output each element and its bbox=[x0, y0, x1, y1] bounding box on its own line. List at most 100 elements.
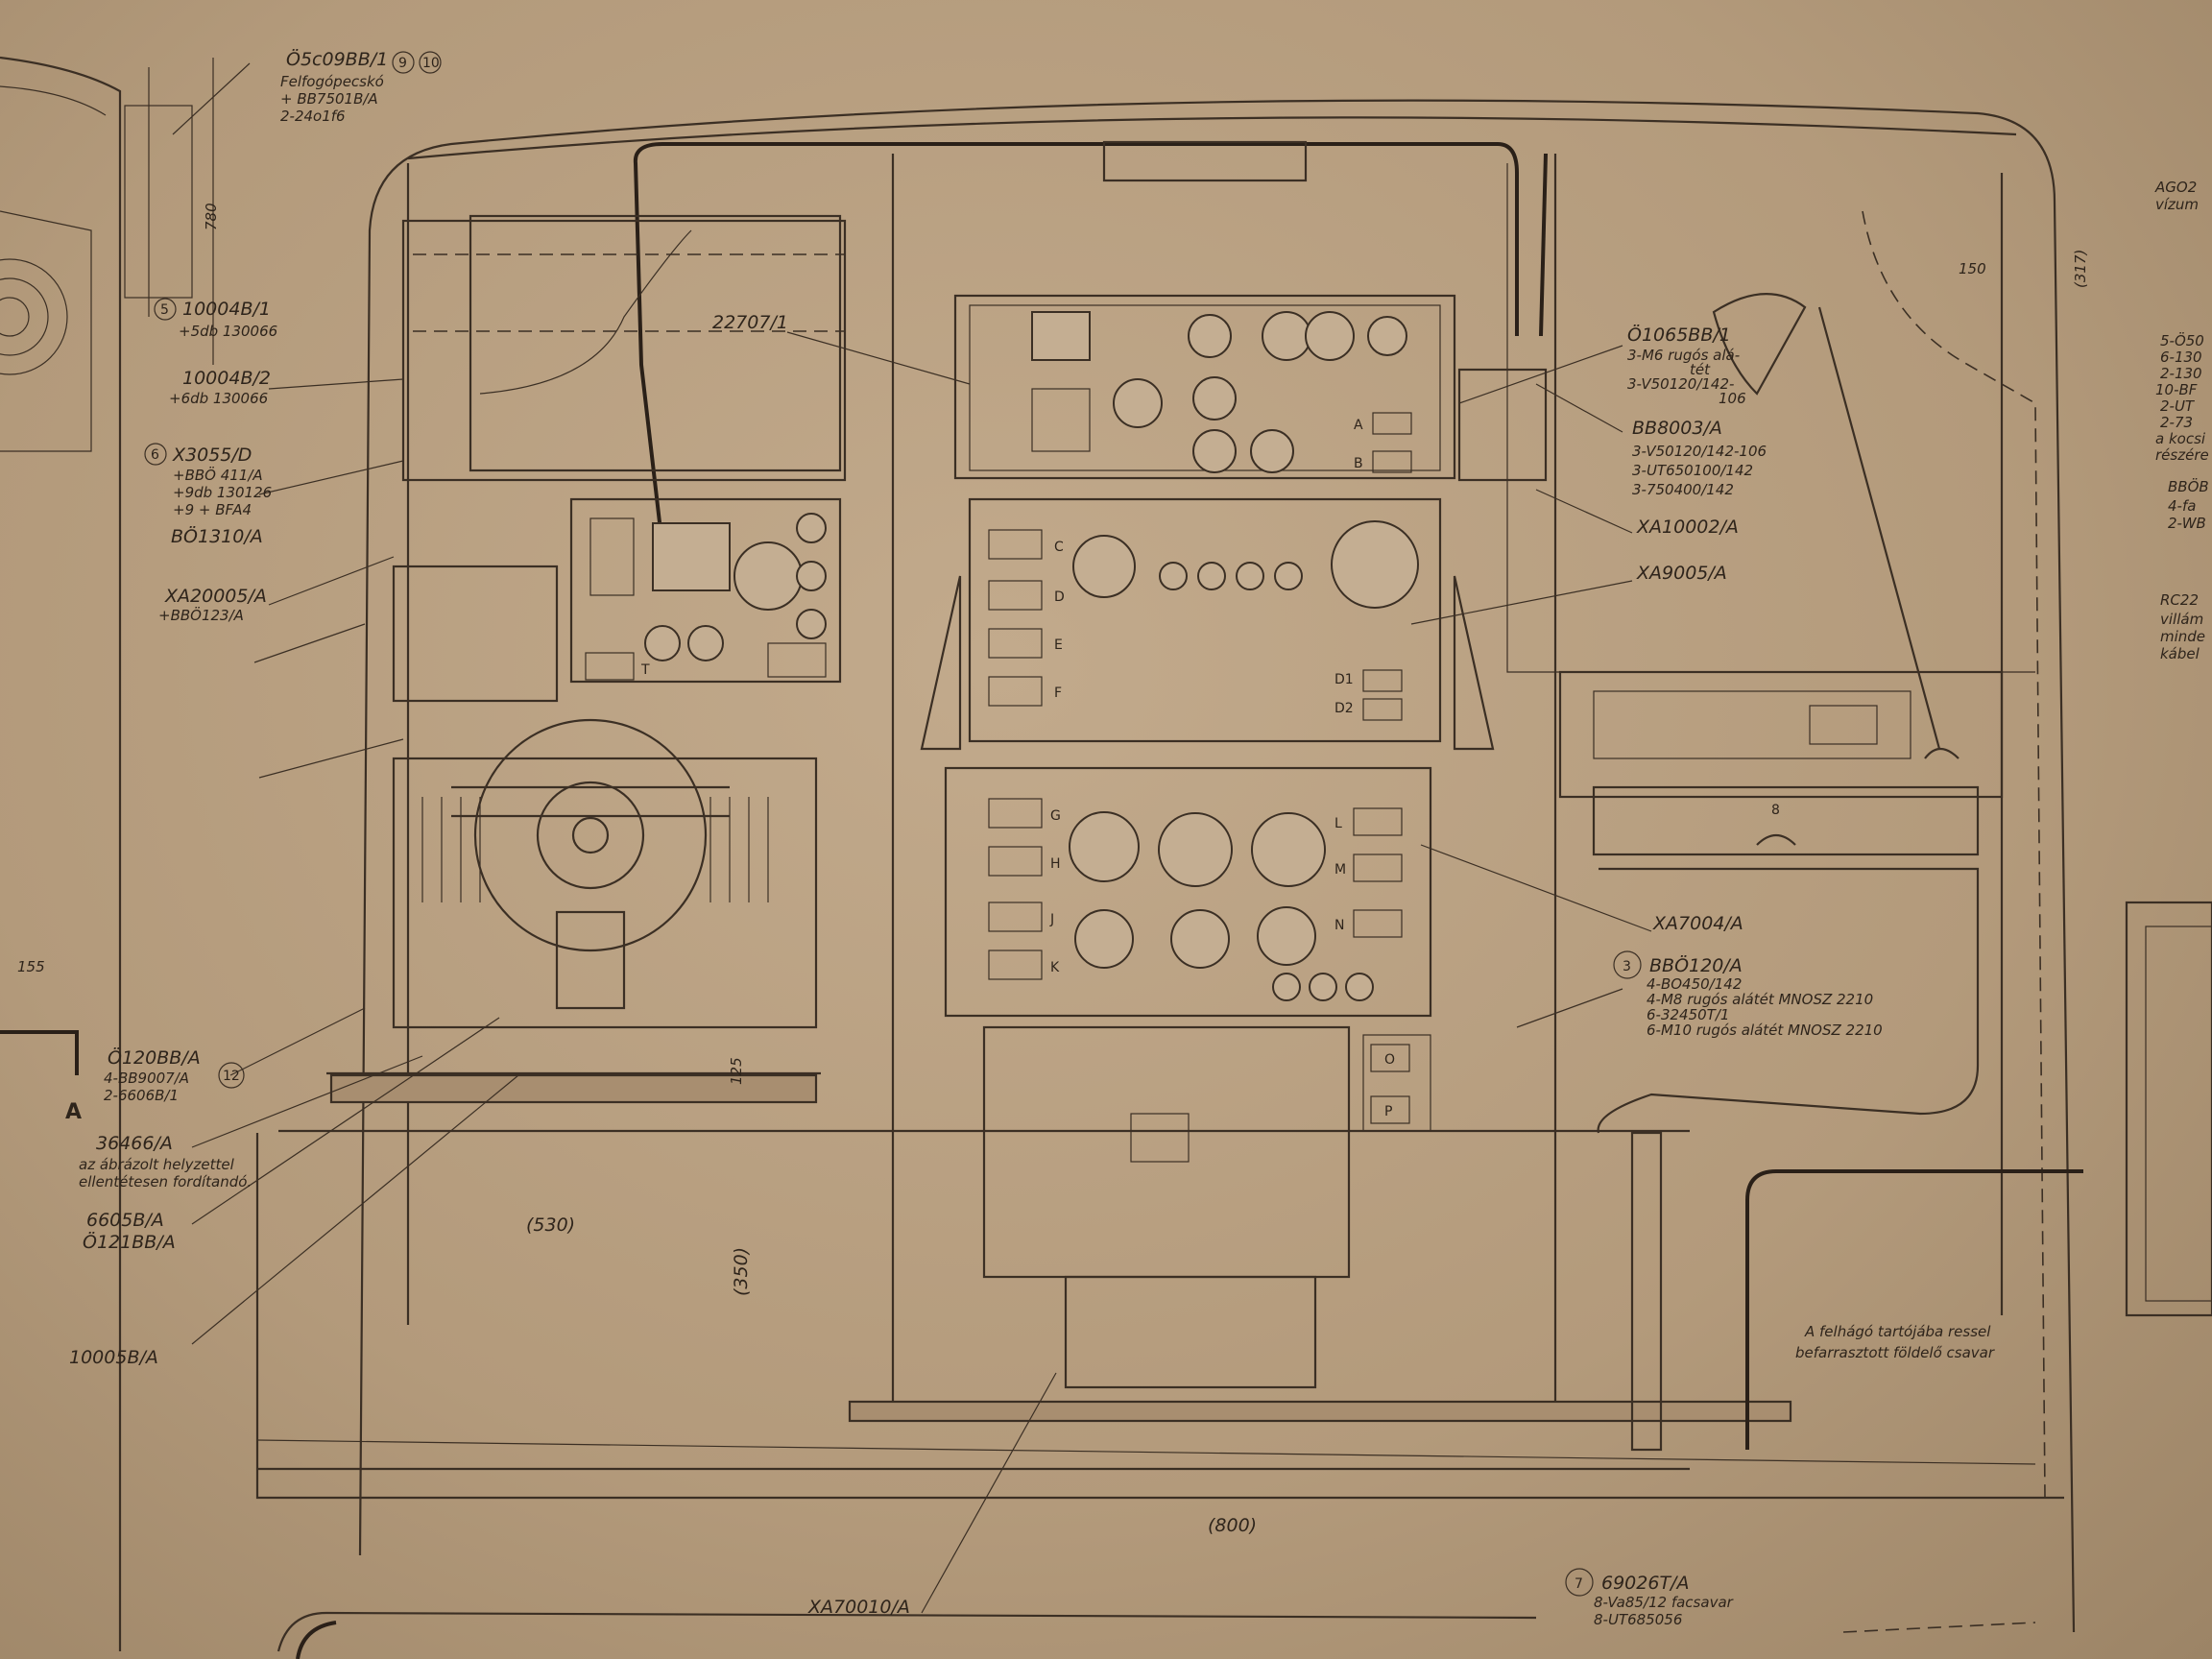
label-o120bba-l2: 2-6606B/1 bbox=[104, 1087, 179, 1104]
label-o1065bb1-l2: tét bbox=[1690, 361, 1711, 378]
generator-engine bbox=[326, 565, 821, 1104]
edge-e1-2: 2-130 bbox=[2160, 365, 2202, 382]
dim-800: (800) bbox=[1208, 1515, 1257, 1536]
cable-run bbox=[633, 142, 1519, 548]
label-o1065bb1-l1: 3-M6 rugós alá- bbox=[1627, 347, 1740, 364]
label-top-line2: + BB7501B/A bbox=[280, 90, 378, 108]
edge-e3-1: villám bbox=[2160, 611, 2203, 628]
label-o1065bb1-l3: 3-V50120/142- bbox=[1627, 375, 1734, 393]
edge-labels: AGO2 vízum 5-Ö50 6-130 2-130 10-BF 2-UT … bbox=[2154, 179, 2209, 662]
edge-e1-3: 10-BF bbox=[2155, 381, 2198, 398]
edge-e2-1: 4-fa bbox=[2168, 497, 2196, 515]
edge-e4-1: vízum bbox=[2155, 196, 2199, 213]
circle-7: 7 bbox=[1575, 1576, 1583, 1592]
circle-5: 5 bbox=[160, 302, 169, 318]
panel-letter-f: F bbox=[1054, 685, 1062, 701]
edge-e1-6: a kocsi bbox=[2155, 430, 2206, 447]
label-10004b1-sub: +5db 130066 bbox=[179, 323, 277, 340]
label-bb8003a-l1: 3-V50120/142-106 bbox=[1632, 443, 1767, 460]
panel-letter-p: P bbox=[1384, 1104, 1392, 1119]
dim-125: 125 bbox=[728, 1057, 745, 1085]
label-69026ta: 69026T/A bbox=[1601, 1573, 1689, 1594]
label-bbo120a-l4: 6-M10 rugós alátét MNOSZ 2210 bbox=[1647, 1022, 1883, 1039]
power-supply-box: O P bbox=[848, 1025, 1792, 1423]
panel-letter-h: H bbox=[1050, 856, 1061, 872]
panel-letter-l: L bbox=[1334, 816, 1342, 831]
label-bbo120a-l1: 4-BO450/142 bbox=[1647, 975, 1742, 993]
lower-view-arc bbox=[296, 1621, 337, 1659]
control-panel-lower: G H J K L M N bbox=[944, 766, 1432, 1018]
drawer-number: 8 bbox=[1771, 803, 1780, 818]
radio-set: T bbox=[569, 497, 842, 684]
edge-e3-0: RC22 bbox=[2160, 591, 2199, 609]
label-10004b2: 10004B/2 bbox=[182, 368, 271, 389]
edge-e1-7: részére bbox=[2155, 446, 2209, 464]
edge-e1-5: 2-73 bbox=[2160, 414, 2193, 431]
label-bb8003a: BB8003/A bbox=[1632, 418, 1722, 439]
note-ground-screw-l2: befarrasztott földelő csavar bbox=[1795, 1344, 1995, 1361]
panel-letter-e: E bbox=[1054, 637, 1063, 653]
annotations: Ö5c09BB/1 9 10 Felfogópecskó + BB7501B/A… bbox=[17, 48, 2209, 1628]
panel-letter-b: B bbox=[1354, 456, 1363, 471]
label-10004b1: 10004B/1 bbox=[182, 299, 271, 320]
panel-letter-k: K bbox=[1050, 960, 1060, 975]
ground-cable bbox=[1862, 210, 2046, 1499]
label-36466a: 36466/A bbox=[96, 1133, 173, 1154]
circle-10: 10 bbox=[422, 56, 440, 71]
edge-e2-2: 2-WB bbox=[2168, 515, 2206, 532]
upper-left-cabinet bbox=[401, 214, 847, 482]
label-xa70010a: XA70010/A bbox=[807, 1597, 910, 1618]
leader-lines bbox=[172, 62, 1652, 1614]
label-o120bba-l1: 4-BB9007/A bbox=[104, 1070, 189, 1087]
label-o121bba: Ö121BB/A bbox=[83, 1231, 176, 1253]
ceiling-light bbox=[1102, 140, 1308, 182]
label-xa7004a: XA7004/A bbox=[1652, 913, 1743, 934]
label-10004b2-sub: +6db 130066 bbox=[169, 390, 268, 407]
label-xa10002a: XA10002/A bbox=[1636, 517, 1739, 538]
desk-lamp bbox=[1712, 293, 1960, 759]
lower-view-fragment bbox=[276, 1611, 1537, 1652]
label-69026ta-l1: 8-Va85/12 facsavar bbox=[1594, 1594, 1734, 1611]
label-bo1310a: BÖ1310/A bbox=[171, 525, 263, 547]
panel-letter-d1: D1 bbox=[1334, 672, 1354, 687]
label-bbo120a-l2: 4-M8 rugós alátét MNOSZ 2210 bbox=[1647, 991, 1873, 1008]
panel-letter-c: C bbox=[1054, 540, 1064, 555]
panel-letter-o: O bbox=[1384, 1052, 1395, 1068]
label-top-line1: Felfogópecskó bbox=[280, 73, 384, 90]
panel-letter-m: M bbox=[1334, 862, 1346, 878]
circle-3: 3 bbox=[1623, 959, 1631, 974]
edge-e3-3: kábel bbox=[2160, 645, 2200, 662]
label-x3055d: X3055/D bbox=[172, 445, 252, 466]
circle-6: 6 bbox=[151, 447, 159, 463]
label-top-code: Ö5c09BB/1 bbox=[286, 48, 388, 70]
label-x3055d-l2: +9db 130126 bbox=[173, 484, 272, 501]
label-top-line3: 2-24o1f6 bbox=[280, 108, 346, 125]
edge-e2-0: BBÖB bbox=[2168, 477, 2209, 495]
control-panel-middle: C D E F D1 D2 bbox=[920, 497, 1495, 751]
edge-e1-4: 2-UT bbox=[2160, 397, 2196, 415]
dim-530: (530) bbox=[526, 1214, 575, 1236]
label-o1065bb1-l4: 106 bbox=[1719, 390, 1746, 407]
label-x3055d-l3: +9 + BFA4 bbox=[173, 501, 252, 518]
panel-letter-d2: D2 bbox=[1334, 701, 1354, 716]
label-x3055d-l1: +BBÖ 411/A bbox=[173, 466, 263, 484]
label-bbo120a-l3: 6-32450T/1 bbox=[1647, 1006, 1729, 1023]
edge-e3-2: minde bbox=[2160, 628, 2205, 645]
panel-letter-a: A bbox=[1354, 418, 1363, 433]
dim-350: (350) bbox=[731, 1247, 752, 1296]
label-o120bba: Ö120BB/A bbox=[108, 1046, 201, 1069]
radio-label-t: T bbox=[640, 662, 650, 678]
edge-e1-1: 6-130 bbox=[2160, 349, 2202, 366]
label-36466a-l2: ellentétesen fordítandó. bbox=[79, 1173, 252, 1190]
label-69026ta-l2: 8-UT685056 bbox=[1594, 1611, 1682, 1628]
label-22707-1: 22707/1 bbox=[712, 312, 788, 333]
edge-e4-0: AGO2 bbox=[2154, 179, 2197, 196]
panel-letter-g: G bbox=[1050, 808, 1061, 824]
dim-150: 150 bbox=[1959, 260, 1986, 277]
desk-and-seat: 8 bbox=[1558, 670, 2212, 1633]
label-o1065bb1: Ö1065BB/1 bbox=[1627, 324, 1731, 346]
dim-780: 780 bbox=[203, 203, 220, 230]
dim-317: (317) bbox=[2072, 250, 2089, 288]
